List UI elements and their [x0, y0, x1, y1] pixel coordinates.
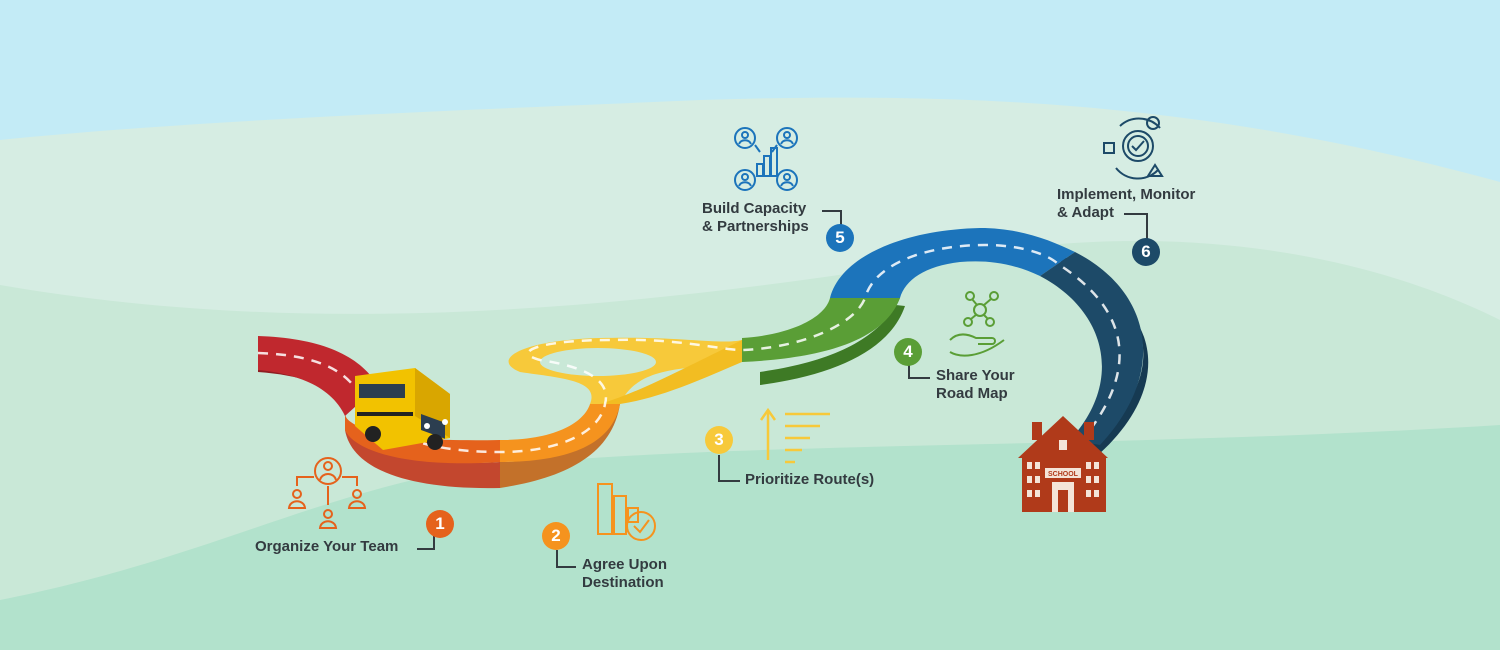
- leader-line-3: [718, 455, 740, 482]
- step-5-label-line-2: & Partnerships: [702, 218, 809, 235]
- leader-line-4: [908, 363, 930, 379]
- step-6-badge: 6: [1132, 238, 1160, 266]
- road-center-line: [257, 243, 1121, 454]
- hand-network-icon: [949, 291, 1005, 357]
- leader-line-1: [417, 535, 435, 550]
- school-sign: SCHOOL: [1048, 471, 1079, 478]
- step-5-badge: 5: [826, 224, 854, 252]
- near-hill: [0, 425, 1500, 650]
- step-5-label: Build Capacity & Partnerships: [702, 200, 809, 236]
- step-4-label: Share Your Road Map: [936, 367, 1015, 403]
- step-1-badge: 1: [426, 510, 454, 538]
- step-5-label-line-1: Build Capacity: [702, 200, 807, 217]
- step-6-label: Implement, Monitor & Adapt: [1057, 186, 1195, 222]
- leader-line-2: [556, 550, 576, 568]
- school-bus-icon: [355, 368, 450, 450]
- school-building-icon: SCHOOL: [1018, 416, 1108, 512]
- step-6-label-line-1: Implement, Monitor: [1057, 186, 1196, 203]
- step-2-badge: 2: [542, 522, 570, 550]
- step-2-label: Agree Upon Destination: [582, 556, 667, 592]
- leader-line-6: [1124, 213, 1148, 241]
- priority-list-icon: [759, 407, 830, 464]
- partnership-chart-icon: [734, 127, 798, 191]
- bar-check-icon: [597, 483, 656, 541]
- step-4-badge: 4: [894, 338, 922, 366]
- step-6-label-line-2: & Adapt: [1057, 204, 1114, 221]
- team-icon: [287, 457, 367, 529]
- step-4-label-line-2: Road Map: [936, 385, 1008, 402]
- step-2-label-line-1: Agree Upon: [582, 556, 668, 573]
- step-3-badge: 3: [705, 426, 733, 454]
- step-4-label-line-1: Share Your: [936, 367, 1015, 384]
- cycle-gear-icon: [1103, 116, 1164, 180]
- step-3-label: Prioritize Route(s): [745, 471, 875, 488]
- step-1-label: Organize Your Team: [255, 538, 399, 555]
- step-2-label-line-2: Destination: [582, 574, 664, 591]
- leader-line-5: [822, 210, 842, 226]
